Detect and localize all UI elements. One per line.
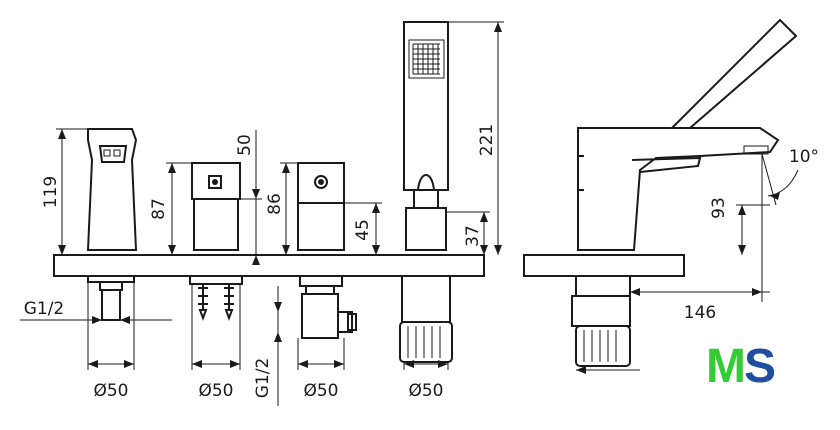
brand-logo: M S bbox=[706, 340, 776, 393]
label-dia-2: Ø50 bbox=[198, 381, 233, 401]
deck-plate-front bbox=[53, 254, 485, 277]
diverter-handle bbox=[297, 162, 345, 251]
dim-50 bbox=[238, 130, 262, 265]
hand-shower-holder-base bbox=[399, 275, 453, 363]
dim-dia-4 bbox=[403, 360, 449, 370]
dim-dia-3 bbox=[297, 338, 345, 370]
dim-86 bbox=[280, 162, 298, 255]
logo-letter-s: S bbox=[744, 340, 776, 393]
label-angle: 10° bbox=[789, 147, 819, 167]
valve-connector-1 bbox=[189, 275, 243, 321]
label-spout-height: 119 bbox=[41, 176, 61, 208]
label-dia-4: Ø50 bbox=[408, 381, 443, 401]
dim-146 bbox=[630, 154, 770, 302]
spout-connector bbox=[87, 275, 135, 321]
label-thread-bottom: G1/2 bbox=[253, 358, 273, 399]
dim-g12-bottom bbox=[274, 286, 282, 406]
dim-dia-2 bbox=[191, 284, 241, 370]
hand-shower-front bbox=[403, 21, 449, 251]
dim-side-base bbox=[576, 366, 640, 374]
label-thread-left: G1/2 bbox=[24, 299, 65, 319]
dim-37 bbox=[446, 211, 490, 255]
label-diverter-mid: 45 bbox=[353, 219, 373, 241]
dim-93 bbox=[736, 204, 770, 255]
spout-side-view bbox=[577, 127, 780, 251]
diverter-connector bbox=[299, 275, 357, 339]
label-holder-height: 37 bbox=[463, 225, 483, 247]
label-side-height: 93 bbox=[709, 197, 729, 219]
dim-g12-left bbox=[20, 316, 172, 324]
label-dia-1: Ø50 bbox=[93, 381, 128, 401]
shower-nozzle-grid bbox=[412, 43, 440, 75]
dim-45 bbox=[344, 202, 382, 255]
label-valve-height: 87 bbox=[149, 198, 169, 220]
dim-angle bbox=[761, 153, 799, 206]
hand-shower-side-view bbox=[671, 18, 798, 129]
deck-plate-side bbox=[523, 254, 685, 277]
dim-221 bbox=[448, 21, 504, 255]
label-handshower-length: 221 bbox=[477, 124, 497, 156]
label-dia-3: Ø50 bbox=[303, 381, 338, 401]
label-valve-top: 50 bbox=[235, 134, 255, 156]
dim-87 bbox=[166, 162, 192, 255]
valve-handle-1 bbox=[191, 162, 241, 251]
spout-body bbox=[86, 128, 138, 251]
label-reach: 146 bbox=[684, 303, 716, 323]
dim-dia-1 bbox=[87, 276, 135, 370]
label-diverter-height: 86 bbox=[265, 193, 285, 215]
dim-119 bbox=[56, 128, 88, 255]
side-connector bbox=[571, 275, 631, 367]
logo-letter-m: M bbox=[706, 340, 746, 393]
